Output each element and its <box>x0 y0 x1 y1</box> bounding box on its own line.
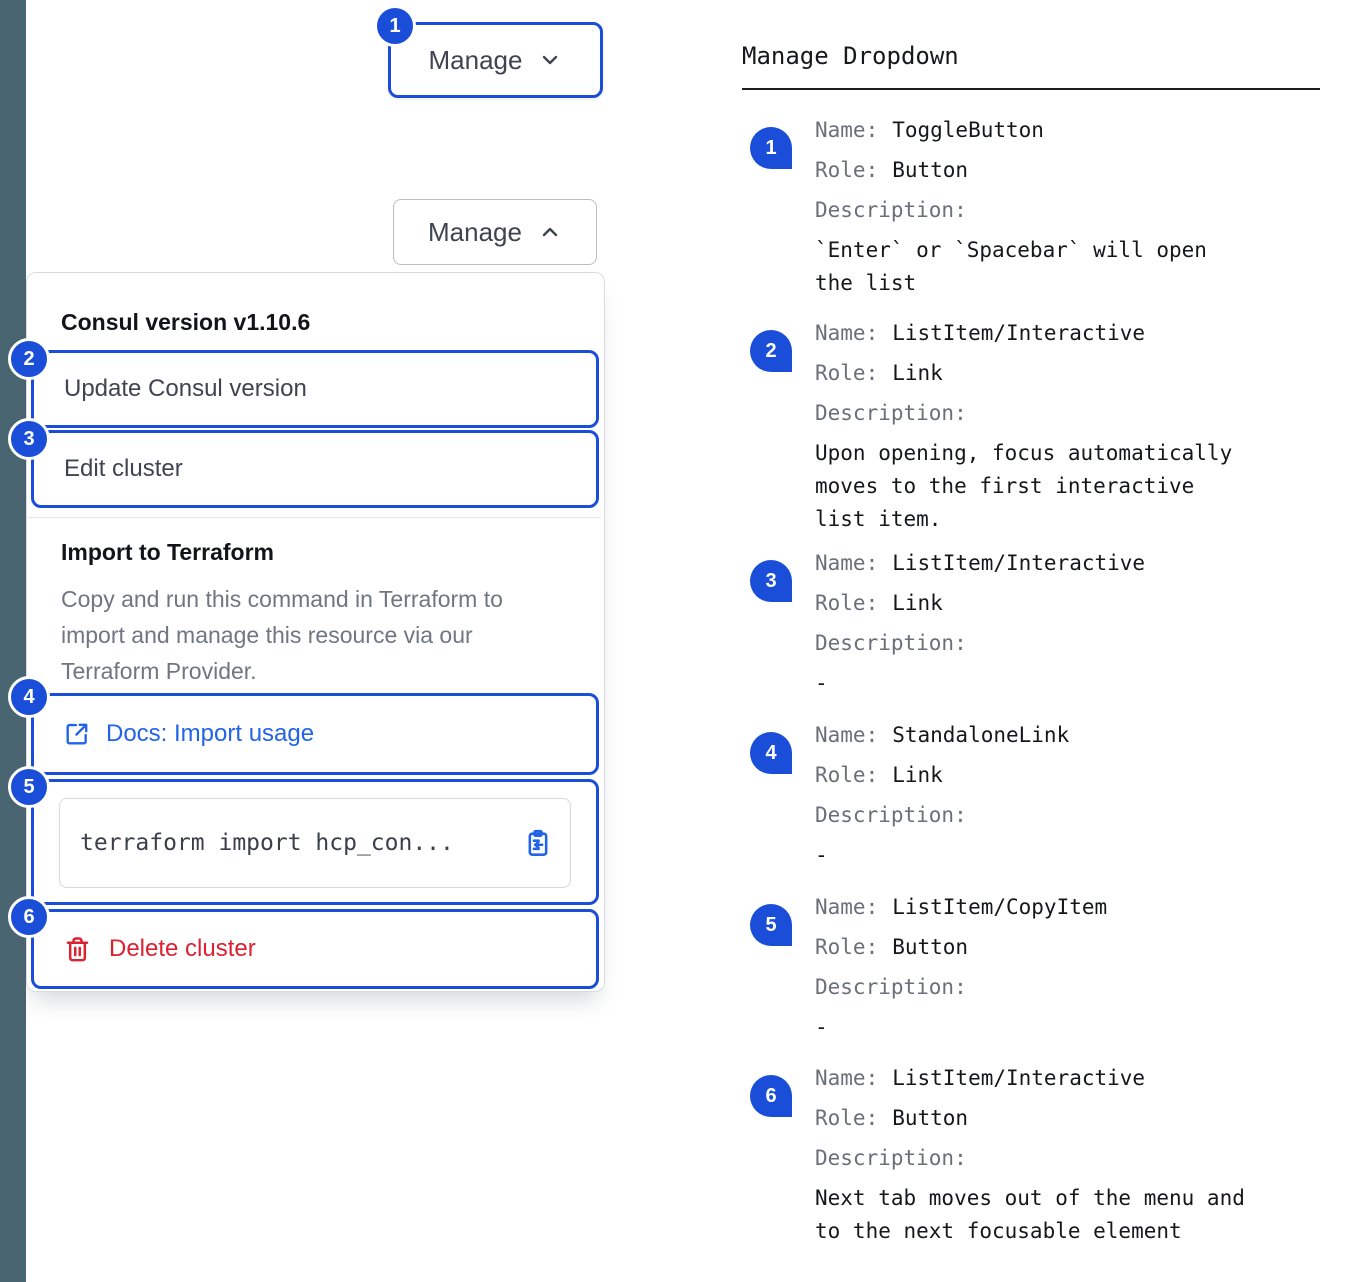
import-section-description: Copy and run this command in Terraform t… <box>61 586 503 684</box>
external-link-icon <box>64 721 90 747</box>
docs-import-usage-link[interactable]: Docs: Import usage <box>31 693 599 775</box>
role-label: Role: <box>815 361 879 385</box>
import-section-title: Import to Terraform <box>61 539 274 565</box>
annotation-badge-5: 5 <box>8 766 50 808</box>
manage-toggle-button-closed[interactable]: Manage <box>388 22 603 98</box>
name-value: ListItem/Interactive <box>892 551 1146 575</box>
doc-entry-5: 5 Name: ListItem/CopyItem Role: Button Des… <box>742 887 1352 1044</box>
delete-cluster-label: Delete cluster <box>109 935 256 962</box>
doc-panel-rule <box>742 88 1320 90</box>
description-value: Next tab moves out of the menu and to th… <box>815 1186 1245 1243</box>
role-value: Link <box>892 591 943 615</box>
doc-entry-6: 6 Name:ListItem/Interactive Role:Button … <box>742 1058 1352 1248</box>
description-label: Description: <box>815 803 967 827</box>
name-value: ToggleButton <box>892 118 1044 142</box>
name-value: StandaloneLink <box>892 723 1070 747</box>
doc-panel-title: Manage Dropdown <box>742 42 959 70</box>
name-value: ListItem/Interactive <box>892 321 1146 345</box>
menu-item-update-consul-version[interactable]: Update Consul version <box>31 350 599 428</box>
name-label: Name: <box>815 551 879 575</box>
name-value: ListItem/CopyItem <box>892 895 1108 919</box>
menu-item-label: Update Consul version <box>64 375 307 402</box>
role-label: Role: <box>815 1106 879 1130</box>
doc-entry-badge: 2 <box>750 330 792 372</box>
role-label: Role: <box>815 158 879 182</box>
chevron-up-icon <box>538 220 562 244</box>
description-label: Description: <box>815 631 967 655</box>
annotation-badge-6: 6 <box>8 896 50 938</box>
name-label: Name: <box>815 1066 879 1090</box>
menu-item-label: Edit cluster <box>64 455 183 482</box>
description-value: - <box>815 671 828 695</box>
description-value: - <box>815 843 828 867</box>
role-label: Role: <box>815 935 879 959</box>
manage-dropdown-panel: Consul version v1.10.6 Update Consul ver… <box>26 272 605 992</box>
role-value: Link <box>892 763 943 787</box>
description-value: Upon opening, focus automatically moves … <box>815 441 1233 531</box>
doc-entry-badge: 5 <box>750 904 792 946</box>
description-label: Description: <box>815 975 967 999</box>
name-value: ListItem/Interactive <box>892 1066 1146 1090</box>
doc-entry-4: 4 Name: StandaloneLink Role: Link Descript… <box>742 715 1352 872</box>
sidebar-strip <box>0 0 26 1282</box>
annotation-badge-2: 2 <box>8 338 50 380</box>
manage-toggle-button-open[interactable]: Manage <box>393 199 597 265</box>
consul-version-label: Consul version v1.10.6 <box>61 309 311 335</box>
name-label: Name: <box>815 118 879 142</box>
annotation-badge-1: 1 <box>374 5 416 47</box>
doc-entry-badge: 4 <box>750 732 792 774</box>
annotation-badge-3: 3 <box>8 418 50 460</box>
role-value: Button <box>892 158 969 182</box>
chevron-down-icon <box>538 48 562 72</box>
annotation-badge-4: 4 <box>8 676 50 718</box>
description-label: Description: <box>815 198 967 222</box>
doc-entry-badge: 3 <box>750 560 792 602</box>
trash-icon <box>64 936 91 963</box>
name-label: Name: <box>815 895 879 919</box>
menu-item-edit-cluster[interactable]: Edit cluster <box>31 430 599 508</box>
role-value: Link <box>892 361 943 385</box>
code-snippet-field[interactable]: terraform import hcp_con... <box>59 798 571 888</box>
role-label: Role: <box>815 591 879 615</box>
menu-divider <box>28 517 601 518</box>
doc-entry-badge: 1 <box>750 127 792 169</box>
doc-entry-2: 2 Name: ListItem/Interactive Role: Link De… <box>742 313 1352 536</box>
role-value: Button <box>892 935 969 959</box>
description-label: Description: <box>815 401 967 425</box>
role-value: Button <box>892 1106 969 1130</box>
doc-entry-1: 1 Name: ToggleButton Role: Button Descript… <box>742 110 1352 300</box>
role-label: Role: <box>815 763 879 787</box>
name-label: Name: <box>815 723 879 747</box>
description-value: `Enter` or `Spacebar` will open the list <box>815 238 1207 295</box>
name-label: Name: <box>815 321 879 345</box>
doc-entry-badge: 6 <box>750 1075 792 1117</box>
copy-snippet-item: terraform import hcp_con... <box>31 779 599 905</box>
doc-entry-3: 3 Name: ListItem/Interactive Role: Link De… <box>742 543 1352 700</box>
description-label: Description: <box>815 1146 967 1170</box>
code-snippet-text: terraform import hcp_con... <box>80 830 454 856</box>
clipboard-copy-icon[interactable] <box>524 829 552 857</box>
docs-link-label: Docs: Import usage <box>106 720 315 747</box>
manage-toggle-label: Manage <box>428 44 523 75</box>
description-value: - <box>815 1015 828 1039</box>
manage-toggle-label: Manage <box>428 216 522 247</box>
menu-item-delete-cluster[interactable]: Delete cluster <box>31 909 599 989</box>
